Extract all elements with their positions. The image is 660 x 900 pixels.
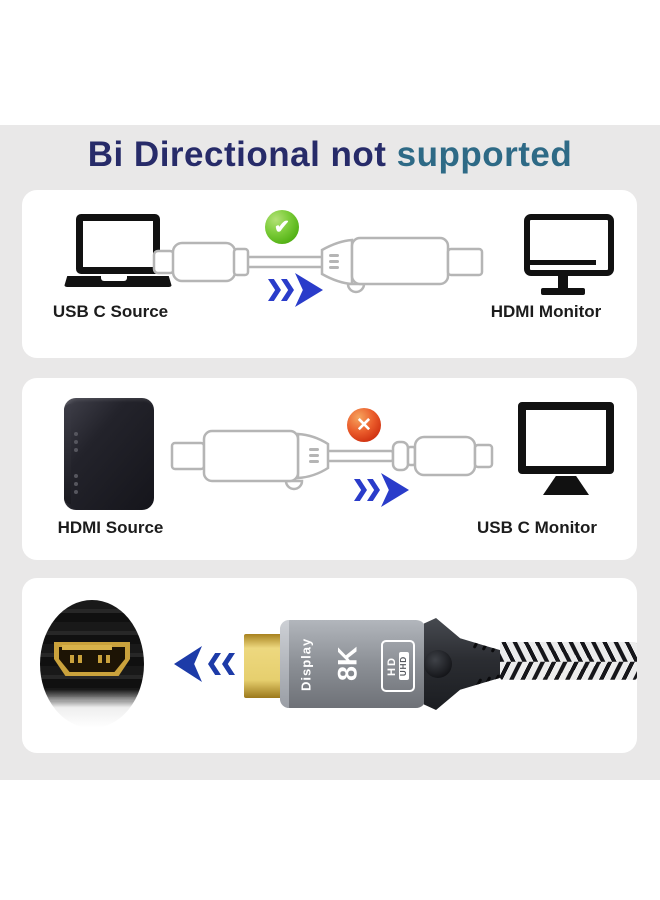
chevron-left-icon	[222, 653, 235, 675]
braided-cable	[500, 642, 637, 680]
hd-uhd-badge: HD UHD	[381, 640, 415, 692]
cable-connector-body: Display 8K HD UHD	[280, 620, 426, 708]
arrow-left-icon	[174, 646, 202, 682]
connector-8k-label: 8K	[332, 646, 363, 682]
gold-hdmi-plug	[244, 634, 282, 698]
hdmi-monitor-icon	[520, 214, 620, 300]
page-title: Bi Directional not supported	[0, 135, 660, 175]
usb-c-source-label: USB C Source	[52, 302, 169, 321]
hdmi-source-label: HDMI Source	[57, 518, 164, 537]
usb-c-monitor-icon	[516, 402, 616, 502]
cable-strain-relief	[424, 618, 510, 710]
hdmi-source-box-icon	[64, 398, 154, 510]
hdmi-port-icon	[54, 642, 130, 676]
panel-usb-c-to-hdmi: USB C Source ✔ HDMI Monitor	[22, 190, 637, 358]
usb-c-monitor-label: USB C Monitor	[477, 518, 597, 537]
hdmi-to-usb-c-cable-drawing	[170, 429, 494, 491]
hdmi-port-photo	[40, 600, 144, 728]
chevron-left-icon	[208, 653, 221, 675]
laptop-icon	[58, 214, 178, 294]
connector-display-label: Display	[298, 637, 314, 691]
check-icon: ✔	[265, 210, 299, 244]
title-accent-text: supported	[396, 135, 573, 174]
usb-c-to-hdmi-cable-drawing	[152, 236, 484, 294]
title-primary-text: Bi Directional not	[87, 135, 397, 174]
hdmi-monitor-label: HDMI Monitor	[490, 302, 602, 321]
cross-icon: ✕	[347, 408, 381, 442]
panel-cable-closeup: Display 8K HD UHD	[22, 578, 637, 753]
panel-hdmi-to-usb-c: HDMI Source ✕ USB C Monitor	[22, 378, 637, 560]
gray-background-band: Bi Directional not supported USB C Sourc…	[0, 125, 660, 780]
